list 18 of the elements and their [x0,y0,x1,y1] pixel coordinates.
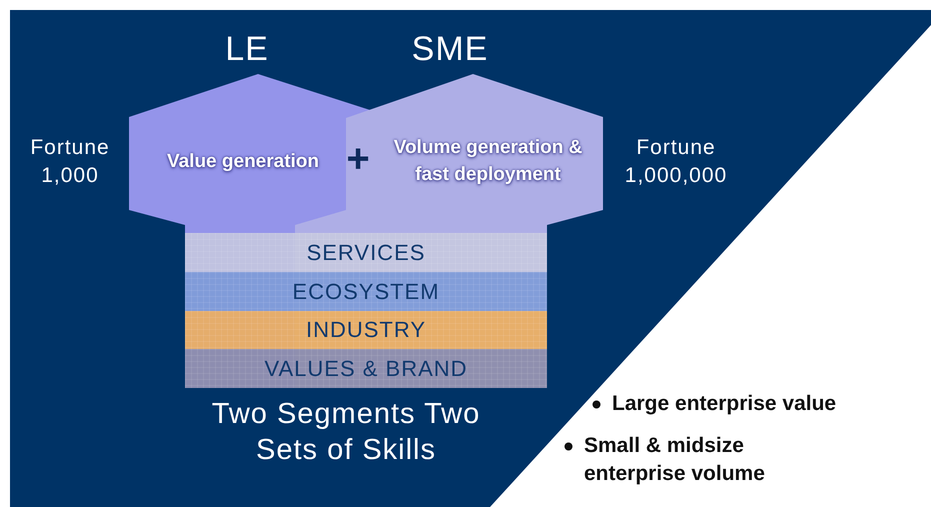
band-label: VALUES & BRAND [264,356,468,382]
segment-heading: LE [224,30,270,69]
bullet-text: Large enterprise value [612,392,836,415]
plus-sign: + [345,136,371,183]
layer-band [185,349,547,388]
segment-heading: SME [410,30,490,69]
band-label: INDUSTRY [306,317,426,343]
shape-text: Volume generation & fast deployment [392,136,584,187]
layer-band [185,311,547,349]
band-label: SERVICES [306,240,426,266]
layer-band [185,272,547,311]
side-label: Fortune 1,000,000 [624,135,728,189]
band-label: ECOSYSTEM [292,278,440,304]
caption-text: Two Segments Two Sets of Skills [210,397,482,468]
side-label: Fortune 1,000 [29,135,111,189]
bullet-text: Small & midsize enterprise volume [584,434,765,485]
layer-band [185,233,547,272]
shape-text: Value generation [166,150,320,174]
